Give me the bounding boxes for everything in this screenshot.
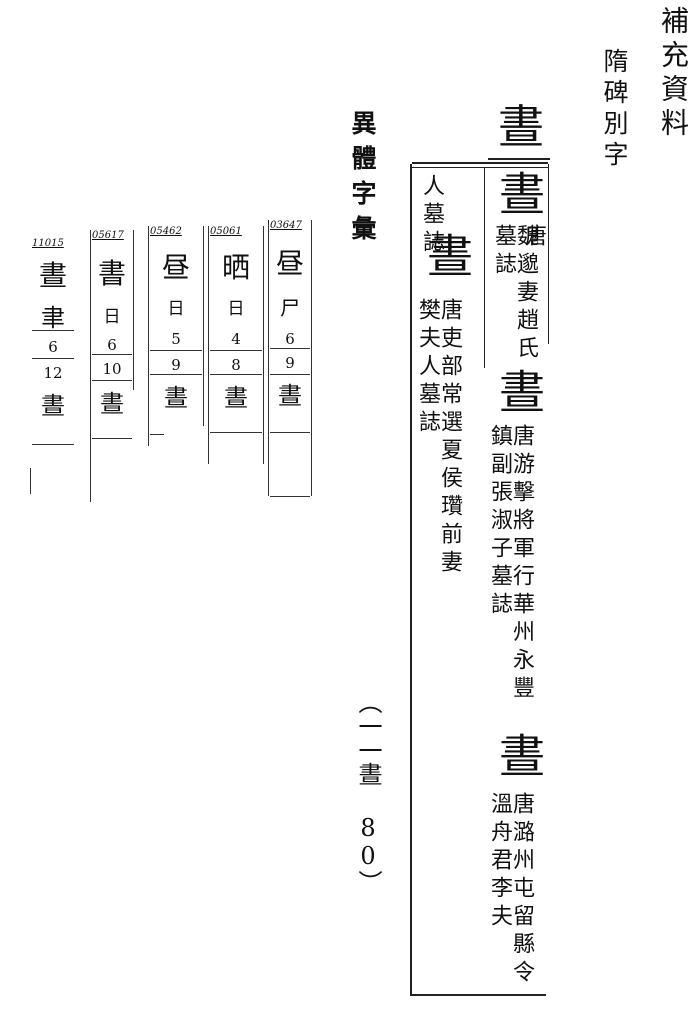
card-row-2: 9 [285,354,295,372]
supplement-title: 補充資料 [657,6,690,142]
card-radical: 尸 [280,296,300,320]
card-radical: 日 [227,299,245,319]
page-marker: （一一晝 80） [354,690,382,894]
frame-right [548,164,549,344]
index-card-4: 05061 晒 日 4 8 晝 [208,226,264,466]
collection-label: 異體字彙 [348,110,377,250]
card-result: 晝 [164,384,188,412]
card-edge [133,230,134,390]
card-row-2: 9 [171,356,181,374]
card-result: 晝 [41,392,65,420]
card-edge [208,226,209,464]
entry-2-source-text: 游擊將軍行華州永豐鎮副張淑子墓誌 [487,424,534,704]
card-row-1: 5 [171,330,181,348]
entry-4-dynasty: 唐 [437,298,462,326]
index-card-1: 11015 晝 聿 6 12 晝 [30,238,76,498]
card-glyph: 書 [97,257,126,290]
frame-top-2 [412,167,548,168]
card-row-1: 4 [231,330,241,348]
entry-4-source: 唐吏部常選夏侯瓚前妻樊夫人墓誌 [415,298,462,598]
card-code: 05462 [150,226,182,237]
card-row-1: 6 [285,330,295,348]
card-rule [270,432,310,433]
card-rule [210,432,262,433]
index-card-2: 05617 書 日 6 10 晝 [90,230,134,502]
entry-3-dynasty: 唐 [509,792,534,820]
card-rule [270,348,310,349]
entry-3-source: 唐潞州屯留縣令溫舟君李夫 [487,792,534,992]
supplement-subtitle: 隋碑別字 [600,48,629,172]
card-rule [270,496,310,497]
card-edge [90,230,91,502]
entry-1-source: 魏邈妻趙氏墓誌 [491,224,538,364]
card-glyph: 晝 [38,259,67,292]
entry-3-source-text: 潞州屯留縣令溫舟君李夫 [487,792,534,988]
card-code: 03647 [270,220,302,231]
entry-1-dynasty: 唐 [521,224,546,252]
card-radical: 日 [103,307,121,327]
card-rule [210,374,262,375]
entry-2-source: 唐游擊將軍行華州永豐鎮副張淑子墓誌 [487,424,534,714]
card-code: 11015 [32,238,64,249]
card-glyph: 晒 [221,251,250,284]
entry-2-glyph: 晝 [492,368,546,414]
card-edge [30,468,31,494]
index-card-5: 03647 昼 尸 6 9 晝 [268,220,312,500]
card-result: 晝 [224,384,248,412]
card-rule [32,330,74,331]
card-rule [92,380,132,381]
index-card-3: 05462 昼 日 5 9 晝 [148,226,204,466]
card-edge [263,226,264,464]
card-edge [311,220,312,496]
card-rule [32,358,74,359]
card-rule [92,354,132,355]
card-row-2: 8 [231,356,241,374]
entry-3-glyph: 晝 [492,732,546,778]
card-edge [268,220,269,496]
card-rule [92,438,132,439]
entry-1-source-text: 魏邈妻趙氏墓誌 [491,224,538,364]
card-row-1: 6 [107,336,117,354]
card-row-1: 6 [48,338,58,356]
card-radical: 日 [167,299,185,319]
card-row-2: 10 [102,360,122,378]
card-rule [210,350,262,351]
card-rule [150,434,164,435]
head-rule [488,158,550,160]
card-edge [203,226,204,426]
entry-4-source-text: 吏部常選夏侯瓚前妻樊夫人墓誌 [415,298,462,578]
head-glyph: 晝 [498,100,544,154]
frame-top [412,162,548,164]
entry-4-continuation: 人墓誌 [419,174,444,258]
card-glyph: 昼 [161,251,190,284]
entry-4-glyph: 晝 [420,232,474,278]
card-rule [150,374,202,375]
frame-left [410,164,412,994]
frame-divider [484,168,485,368]
card-rule [32,444,74,445]
card-row-2: 12 [43,364,63,382]
card-rule [270,374,310,375]
card-result: 晝 [278,382,302,410]
card-radical: 聿 [41,304,65,332]
card-edge [148,226,149,446]
card-result: 晝 [100,390,124,418]
card-code: 05061 [210,226,242,237]
entry-1-glyph: 晝 [492,170,546,216]
card-glyph: 昼 [275,247,304,280]
entry-2-dynasty: 唐 [509,424,534,452]
card-rule [150,350,202,351]
card-code: 05617 [92,230,124,241]
frame-bottom [410,994,546,996]
